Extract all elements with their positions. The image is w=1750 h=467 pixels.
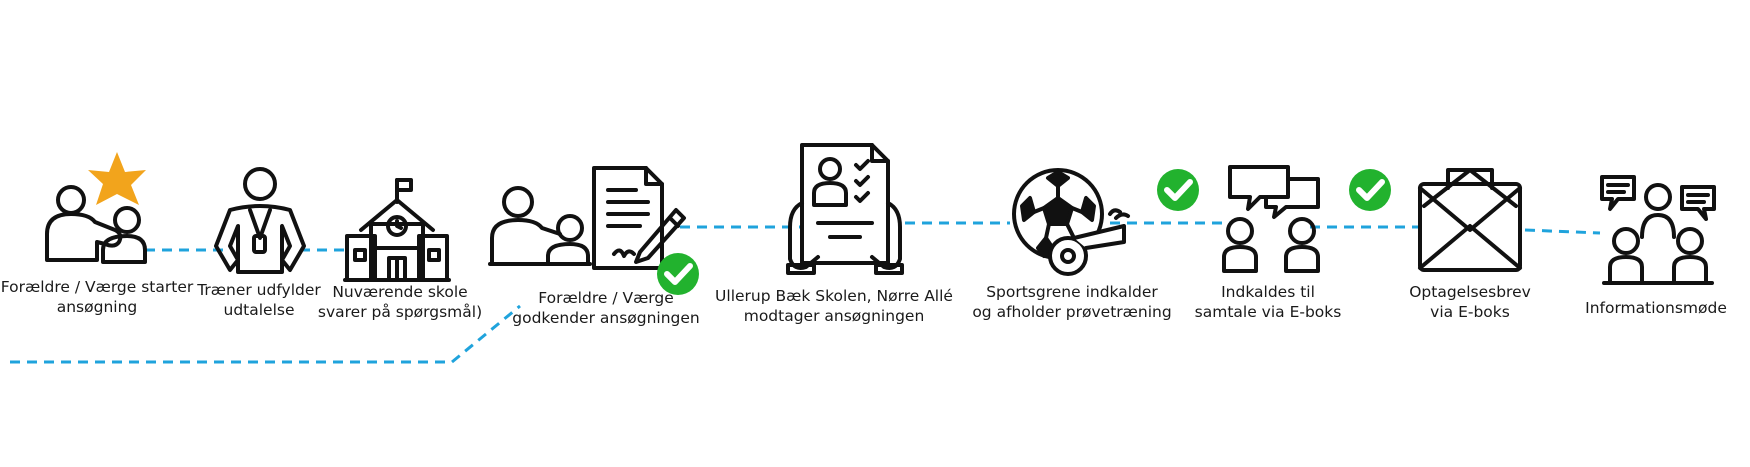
parent-child-star-icon xyxy=(45,152,147,264)
school-building-icon xyxy=(343,178,451,282)
check-icon xyxy=(1157,169,1199,211)
parent-child-document-sign-icon xyxy=(488,166,686,270)
envelope-letter-icon xyxy=(1418,168,1522,272)
meeting-group-icon xyxy=(1600,175,1716,285)
coach-whistle-icon xyxy=(214,167,306,274)
people-chat-icon xyxy=(1222,165,1320,273)
football-whistle-icon xyxy=(1012,168,1130,276)
step-label-info-meeting: Informationsmøde xyxy=(1585,299,1727,317)
check-icon xyxy=(1349,169,1391,211)
application-clipboard-icon xyxy=(786,143,904,275)
check-icon xyxy=(657,253,699,295)
star-icon xyxy=(88,152,146,205)
connector-line xyxy=(10,221,1601,364)
